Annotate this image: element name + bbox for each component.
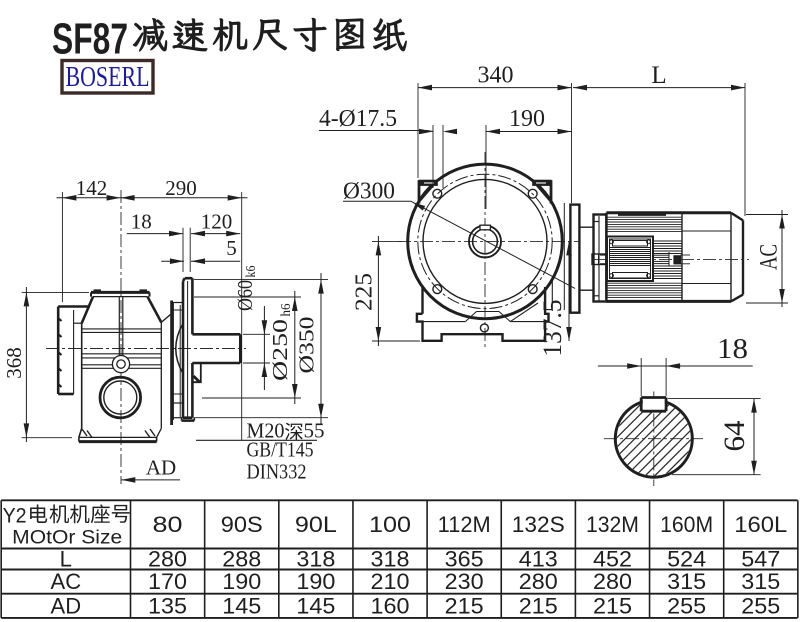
svg-text:4-Ø17.5: 4-Ø17.5 xyxy=(319,106,397,132)
svg-text:BOSERL: BOSERL xyxy=(66,61,150,93)
svg-text:190: 190 xyxy=(509,106,545,132)
svg-text:215: 215 xyxy=(445,593,484,618)
svg-text:452: 452 xyxy=(593,547,632,572)
svg-text:k6: k6 xyxy=(244,266,259,278)
svg-text:L: L xyxy=(651,62,666,89)
svg-text:90L: 90L xyxy=(295,512,337,537)
svg-text:Ø350: Ø350 xyxy=(295,317,319,374)
svg-text:80: 80 xyxy=(153,512,183,537)
svg-text:64: 64 xyxy=(718,421,751,452)
svg-text:AC: AC xyxy=(756,244,783,270)
svg-text:190: 190 xyxy=(296,569,335,594)
svg-text:315: 315 xyxy=(741,569,780,594)
svg-text:M20: M20 xyxy=(247,419,285,443)
svg-text:132M: 132M xyxy=(586,512,639,537)
svg-text:Ø60: Ø60 xyxy=(233,280,257,311)
svg-text:190: 190 xyxy=(222,569,261,594)
svg-text:280: 280 xyxy=(519,569,558,594)
svg-text:160L: 160L xyxy=(734,512,787,537)
svg-text:Ø250: Ø250 xyxy=(268,319,292,381)
svg-text:340: 340 xyxy=(478,63,514,89)
svg-text:225: 225 xyxy=(352,273,378,311)
svg-text:90S: 90S xyxy=(221,512,263,537)
svg-text:280: 280 xyxy=(148,547,187,572)
svg-text:DIN332: DIN332 xyxy=(247,460,307,484)
svg-text:GB/T145: GB/T145 xyxy=(247,438,314,462)
svg-text:230: 230 xyxy=(445,569,484,594)
svg-text:255: 255 xyxy=(667,593,706,618)
svg-text:MOtOr Size: MOtOr Size xyxy=(12,527,122,549)
svg-text:215: 215 xyxy=(593,593,632,618)
svg-text:318: 318 xyxy=(296,547,335,572)
svg-text:AD: AD xyxy=(51,593,82,618)
svg-text:413: 413 xyxy=(519,547,558,572)
svg-text:524: 524 xyxy=(667,547,706,572)
svg-text:132S: 132S xyxy=(512,512,565,537)
svg-text:255: 255 xyxy=(741,593,780,618)
svg-text:145: 145 xyxy=(296,593,335,618)
svg-text:137.5: 137.5 xyxy=(538,300,567,357)
svg-text:AD: AD xyxy=(146,456,176,480)
svg-text:Y2: Y2 xyxy=(3,505,27,528)
svg-text:210: 210 xyxy=(371,569,410,594)
svg-text:h6: h6 xyxy=(279,304,294,317)
svg-text:368: 368 xyxy=(2,347,26,379)
svg-text:AC: AC xyxy=(51,569,82,594)
svg-text:280: 280 xyxy=(593,569,632,594)
svg-text:215: 215 xyxy=(519,593,558,618)
svg-text:L: L xyxy=(60,547,72,572)
svg-text:290: 290 xyxy=(165,176,197,200)
svg-text:100: 100 xyxy=(369,512,411,537)
svg-text:18: 18 xyxy=(717,333,748,365)
svg-text:18: 18 xyxy=(131,210,152,234)
svg-text:160M: 160M xyxy=(660,512,713,537)
svg-text:160: 160 xyxy=(371,593,410,618)
svg-text:135: 135 xyxy=(148,593,187,618)
svg-text:Ø300: Ø300 xyxy=(343,179,395,205)
svg-text:318: 318 xyxy=(371,547,410,572)
svg-text:288: 288 xyxy=(222,547,261,572)
svg-text:170: 170 xyxy=(148,569,187,594)
svg-text:365: 365 xyxy=(445,547,484,572)
svg-text:SF87: SF87 xyxy=(52,15,128,64)
svg-text:112M: 112M xyxy=(438,512,491,537)
svg-text:55: 55 xyxy=(304,419,325,443)
svg-text:142: 142 xyxy=(76,176,108,200)
svg-text:547: 547 xyxy=(741,547,780,572)
svg-text:5: 5 xyxy=(226,236,237,260)
svg-text:145: 145 xyxy=(222,593,261,618)
svg-text:315: 315 xyxy=(667,569,706,594)
svg-text:120: 120 xyxy=(201,210,233,234)
